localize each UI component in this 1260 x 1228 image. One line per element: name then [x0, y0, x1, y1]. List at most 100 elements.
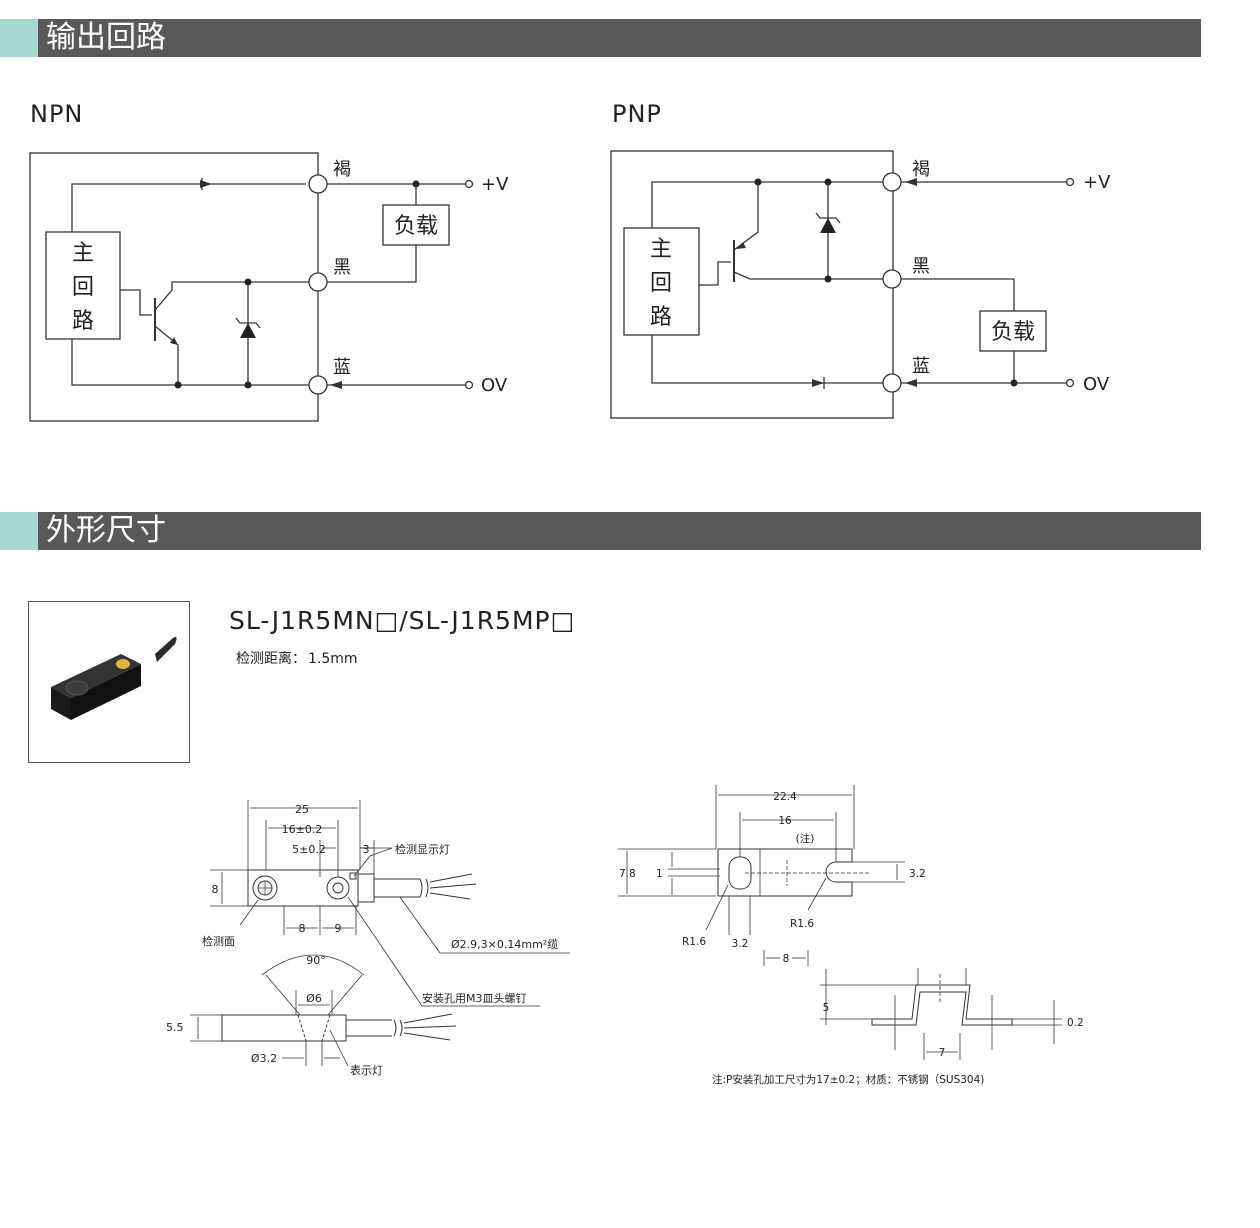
dim-22-4: 22.4: [773, 791, 797, 803]
npn-bottom-wire: [71, 339, 309, 386]
dim-3: 3: [363, 843, 370, 856]
pnp-emitter-arrow: [736, 242, 746, 249]
npn-zener-bar: [235, 317, 261, 329]
pnp-load-box: [979, 310, 1047, 352]
dim-3-2-bottom: 3.2: [732, 938, 749, 950]
pnp-0v-node: [1065, 378, 1075, 388]
npn-terminal-brown: [308, 174, 328, 194]
pnp-label-brown: 褐: [912, 159, 930, 180]
angle-90: 90°: [306, 954, 326, 967]
bracket-side-profile: [871, 984, 1013, 1026]
pnp-plusv-node: [1065, 177, 1075, 187]
sensing-face-circle: [252, 875, 278, 901]
side-cable-wires: [403, 1013, 457, 1041]
dim-8-right: 8: [783, 953, 790, 965]
npn-arrow-top: [200, 180, 212, 188]
dim-lines-right: [618, 785, 905, 966]
sensing-face-label: 检测面: [202, 934, 235, 948]
sensing-distance-value: 1.5mm: [308, 651, 358, 667]
pnp-label: PNP: [612, 100, 662, 128]
material-note: 注:P安装孔加工尺寸为17±0.2；材质：不锈钢（SUS304): [712, 1073, 984, 1086]
npn-plusv-label: +V: [481, 174, 509, 195]
sensor-side-face: [51, 687, 71, 720]
dim-3-2-right: 3.2: [909, 868, 926, 880]
model-title: SL-J1R5MN□/SL-J1R5MP□: [229, 606, 576, 635]
pnp-0v-label: OV: [1083, 374, 1110, 395]
dim-lines-left: [210, 800, 570, 1007]
pnp-terminal-blue: [882, 373, 902, 393]
dim-16: 16±0.2: [282, 823, 323, 836]
dim-8-width: 8: [299, 922, 306, 935]
section-title: 输出回路: [46, 20, 166, 55]
pnp-base-wire: [699, 261, 731, 286]
npn-zener-diode: [240, 323, 256, 338]
r16-left: R1.6: [682, 936, 706, 948]
pnp-zener-bar: [815, 212, 841, 224]
dimension-drawing-right: 22.4 16 (注) 7.8 1 3.2 R1.6 R1.6 3.2 8 5 …: [618, 785, 1084, 1086]
npn-0v-node: [464, 380, 474, 390]
mounting-hole: [326, 876, 350, 900]
sensor-led: [116, 659, 130, 669]
side-cable-break: [393, 1019, 403, 1037]
pnp-load-wire-top: [901, 278, 1015, 311]
cable-label: Ø2.9,3×0.14mm²缆: [451, 938, 558, 951]
pnp-emitter-wire: [733, 182, 759, 251]
dimension-drawing-left: 25 16±0.2 5±0.2 3 检测显示灯 8 8 9 检测面 Ø2.9,3…: [166, 800, 570, 1077]
dim-0-2: 0.2: [1067, 1017, 1084, 1029]
pnp-top-wire: [651, 181, 883, 228]
npn-main-char-1: 主: [72, 241, 94, 266]
dim-16-right: 16: [778, 815, 792, 827]
pnp-bottom-wire: [651, 335, 883, 384]
dim-9: 9: [335, 922, 342, 935]
dim-3-2: Ø3.2: [251, 1052, 277, 1065]
npn-collector-wire: [154, 281, 309, 311]
indicator-led-square: [349, 872, 357, 880]
npn-base-wire: [120, 289, 152, 316]
indicator-short-label: 表示灯: [350, 1063, 383, 1077]
indicator-label: 检测显示灯: [395, 842, 450, 856]
npn-label-blue: 蓝: [333, 357, 351, 378]
section-header-dimensions: 外形尺寸: [0, 512, 1201, 550]
sensor-cable: [155, 636, 177, 662]
product-photo: [28, 601, 190, 763]
dim-7-8: 7.8: [619, 868, 636, 880]
npn-terminal-black: [308, 272, 328, 292]
dim-lines-side: [190, 954, 365, 1067]
npn-junction: [244, 278, 252, 286]
sensor-sensing-face: [65, 680, 89, 696]
npn-label: NPN: [30, 100, 84, 128]
npn-label-black: 黑: [333, 257, 351, 278]
section-header-output: 输出回路: [0, 19, 1201, 57]
pnp-arrow-plusv: [905, 178, 917, 186]
npn-junction: [174, 381, 182, 389]
r16-right: R1.6: [790, 918, 814, 930]
npn-load-label: 负载: [394, 214, 438, 239]
sensor-illustration: [51, 636, 177, 720]
cable-gland: [357, 873, 375, 903]
pnp-arrow-0v: [905, 379, 917, 387]
npn-label-brown: 褐: [333, 159, 351, 180]
sensing-face-cross: [258, 881, 272, 895]
dim-7: 7: [939, 1047, 946, 1059]
pnp-plusv-label: +V: [1083, 172, 1111, 193]
cable-wires: [429, 873, 477, 900]
npn-main-circuit-box: [45, 231, 121, 340]
npn-arrow-0v: [330, 381, 342, 389]
dim-8-height: 8: [212, 883, 219, 896]
pnp-main-char-3: 路: [650, 305, 672, 330]
section-title: 外形尺寸: [46, 513, 166, 548]
pnp-main-circuit-box: [623, 227, 700, 336]
dim-lines-profile: [820, 968, 1062, 1060]
pnp-junction: [824, 275, 832, 283]
npn-circuit: 主 回 路: [29, 152, 509, 422]
section-accent: [0, 19, 38, 57]
section-accent: [0, 512, 38, 550]
cable-break: [419, 878, 429, 898]
side-cable-outline: [346, 1019, 392, 1037]
npn-emitter-arrow: [170, 337, 178, 345]
npn-junction: [244, 381, 252, 389]
pnp-terminal-brown: [882, 172, 902, 192]
dim-5: 5±0.2: [292, 843, 326, 856]
npn-top-wire: [71, 183, 306, 232]
